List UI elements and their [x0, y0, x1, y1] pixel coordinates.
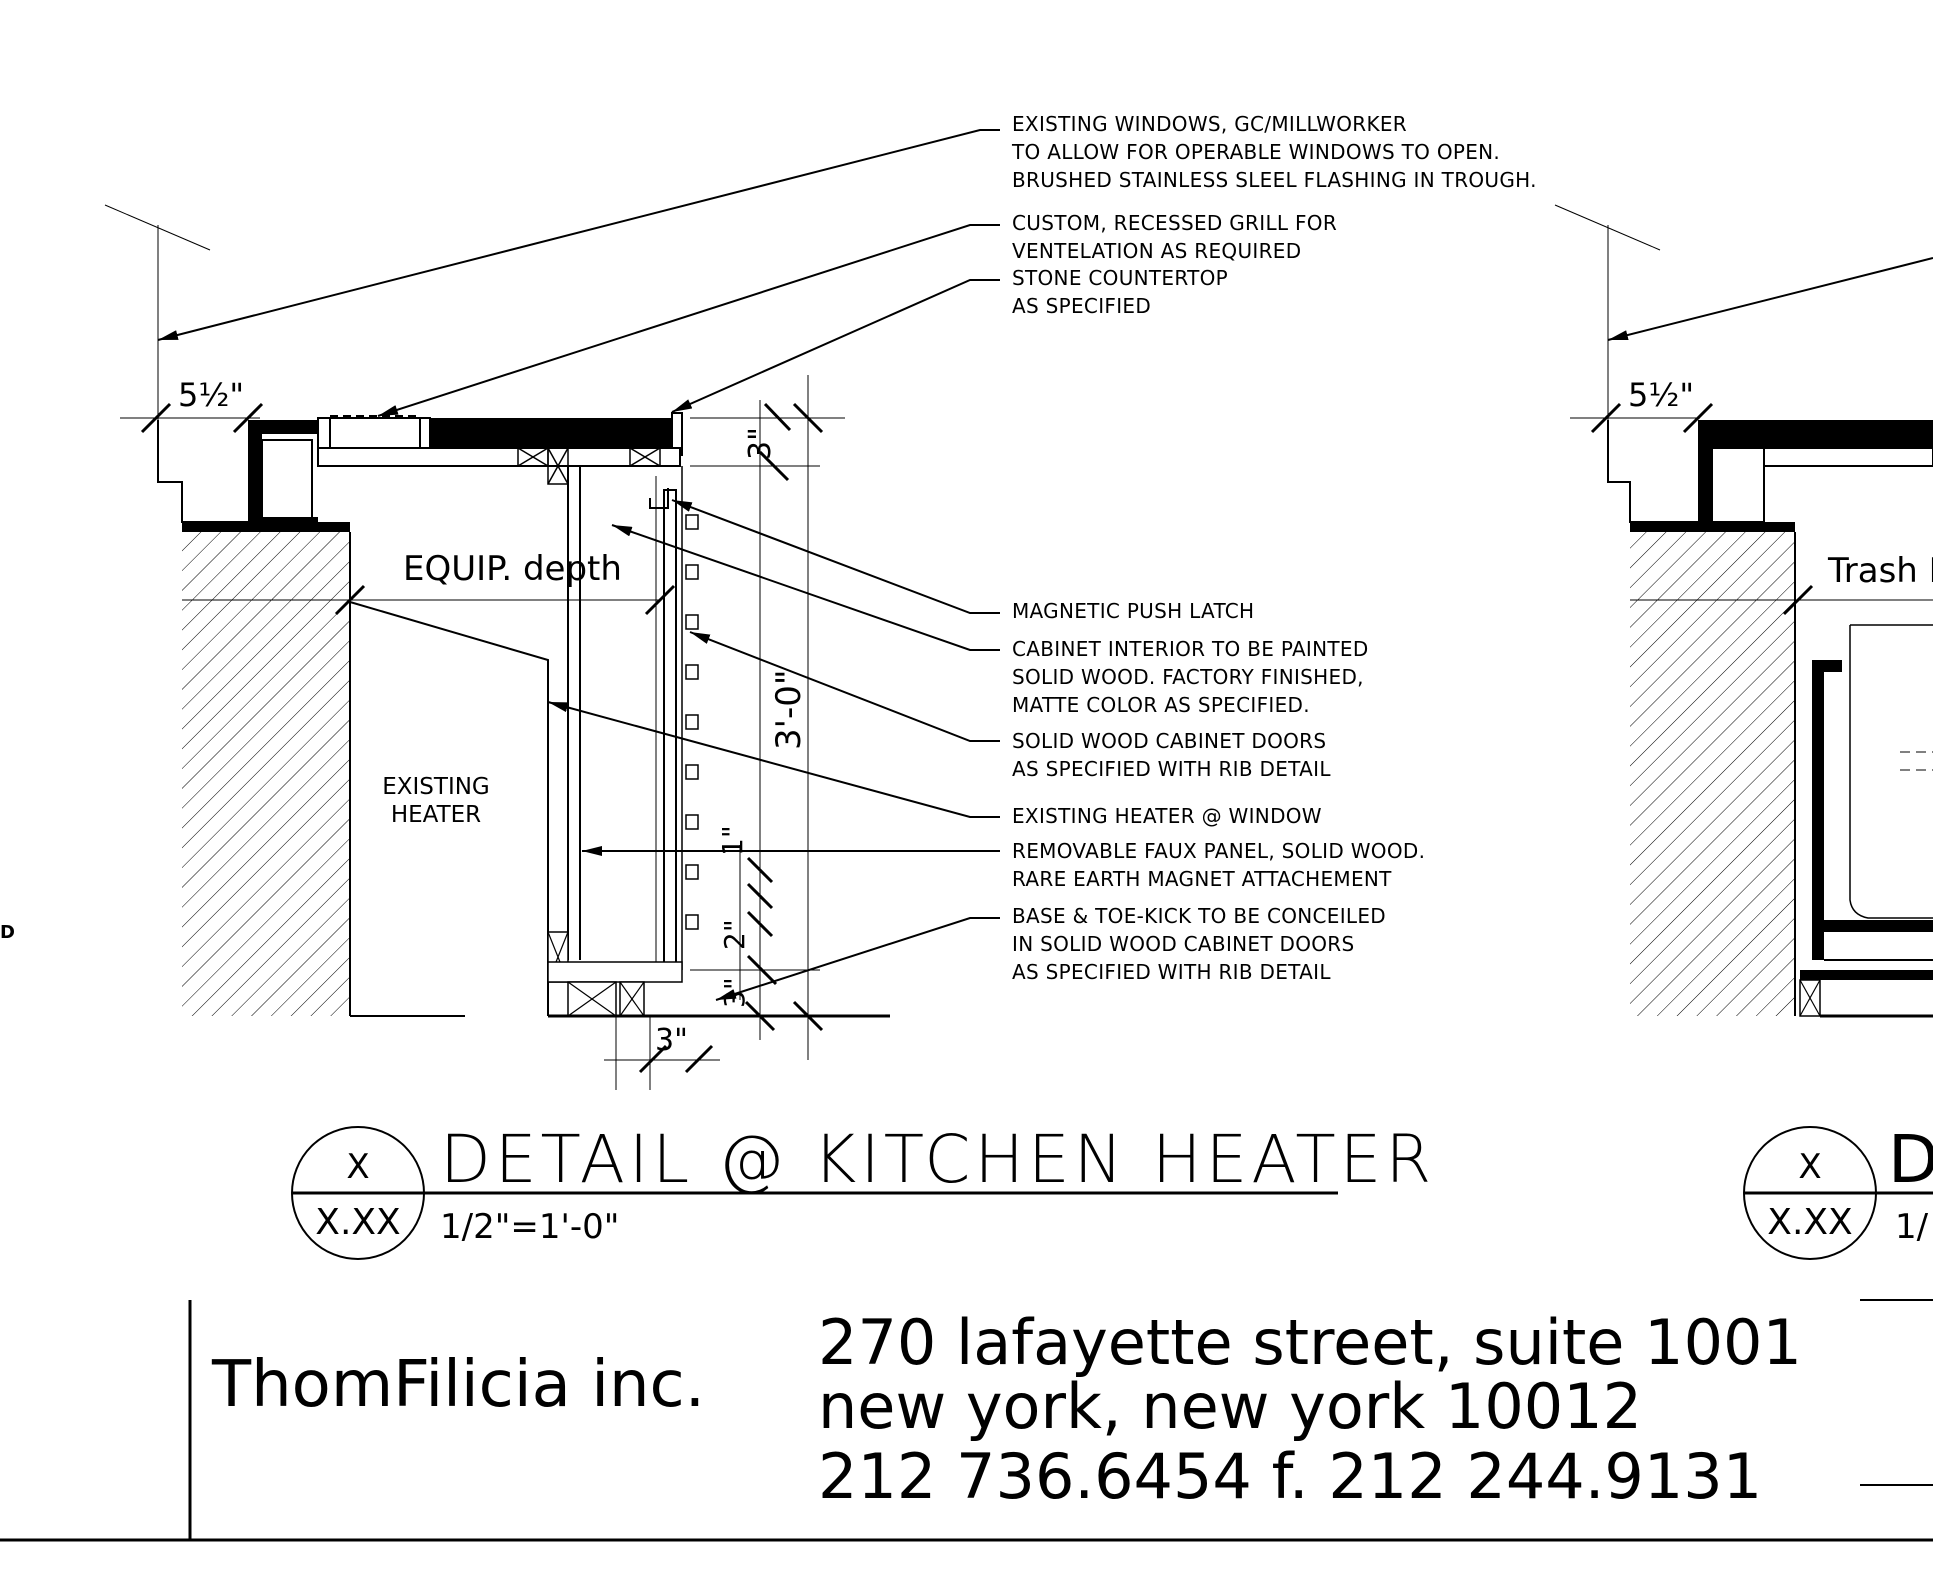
dim-top-3: 3": [743, 427, 778, 460]
dim-right-5-5: 5½": [1628, 376, 1694, 414]
notes: EXISTING WINDOWS, GC/MILLWORKER TO ALLOW…: [1011, 112, 1537, 984]
note-panel-2: RARE EARTH MAGNET ATTACHEMENT: [1012, 867, 1392, 891]
right-bubble-bottom: X.XX: [1767, 1202, 1852, 1243]
company-name: ThomFilicia inc.: [211, 1348, 705, 1422]
note-base-1: BASE & TOE-KICK TO BE CONCEILED: [1012, 904, 1386, 928]
phone-fax: 212 736.6454 f. 212 244.9131: [818, 1440, 1762, 1513]
note-interior-3: MATTE COLOR AS SPECIFIED.: [1012, 693, 1310, 717]
equip-depth-label: EQUIP. depth: [403, 549, 622, 589]
dim-base-3: 3": [655, 1023, 688, 1058]
detail-title-block: X X.XX DETAIL @ KITCHEN HEATER 1/2"=1'-0…: [291, 1121, 1933, 1260]
dim-two-in: 2": [718, 919, 751, 950]
note-windows-2: TO ALLOW FOR OPERABLE WINDOWS TO OPEN.: [1011, 140, 1500, 164]
bubble-top: X: [346, 1147, 369, 1187]
right-detail-scale: 1/: [1895, 1207, 1929, 1247]
address-line-2: new york, new york 10012: [818, 1370, 1642, 1443]
note-heater: EXISTING HEATER @ WINDOW: [1012, 804, 1322, 828]
dim-three-ft: 3'-0": [769, 669, 809, 750]
note-interior-2: SOLID WOOD. FACTORY FINISHED,: [1012, 665, 1364, 689]
note-countertop-2: AS SPECIFIED: [1012, 294, 1151, 318]
note-windows-1: EXISTING WINDOWS, GC/MILLWORKER: [1012, 112, 1407, 136]
address-line-1: 270 lafayette street, suite 1001: [818, 1306, 1802, 1379]
right-detail-partial: [1554, 204, 1933, 1018]
note-grill-2: VENTELATION AS REQUIRED: [1012, 239, 1301, 263]
detail-title: DETAIL @ KITCHEN HEATER: [440, 1121, 1435, 1198]
dim-bottom-3: 3": [718, 977, 751, 1008]
note-latch: MAGNETIC PUSH LATCH: [1012, 599, 1254, 623]
existing-heater-label-2: HEATER: [391, 802, 481, 828]
left-detail: [104, 129, 1000, 1090]
note-windows-3: BRUSHED STAINLESS SLEEL FLASHING IN TROU…: [1012, 168, 1537, 192]
edge-letter: D: [0, 922, 15, 943]
drawing-labels: EQUIP. depth EXISTING HEATER Trash E D 5…: [0, 376, 1933, 1058]
right-bubble-top: X: [1798, 1147, 1821, 1187]
note-grill-1: CUSTOM, RECESSED GRILL FOR: [1012, 211, 1337, 235]
note-base-3: AS SPECIFIED WITH RIB DETAIL: [1012, 960, 1331, 984]
titleblock: ThomFilicia inc. 270 lafayette street, s…: [0, 1299, 1933, 1542]
detail-scale: 1/2"=1'-0": [440, 1207, 619, 1247]
note-countertop-1: STONE COUNTERTOP: [1012, 266, 1228, 290]
note-doors-2: AS SPECIFIED WITH RIB DETAIL: [1012, 757, 1331, 781]
note-doors-1: SOLID WOOD CABINET DOORS: [1012, 729, 1326, 753]
note-panel-1: REMOVABLE FAUX PANEL, SOLID WOOD.: [1012, 839, 1425, 863]
dim-left-5-5: 5½": [178, 376, 244, 414]
note-base-2: IN SOLID WOOD CABINET DOORS: [1012, 932, 1355, 956]
wall-hatch: [182, 532, 350, 1016]
note-interior-1: CABINET INTERIOR TO BE PAINTED: [1012, 637, 1369, 661]
trash-label: Trash E: [1827, 551, 1933, 591]
right-detail-title: D: [1888, 1121, 1933, 1198]
existing-heater-label-1: EXISTING: [382, 774, 490, 800]
dim-one-in: 1": [716, 825, 749, 856]
bubble-bottom: X.XX: [315, 1202, 400, 1243]
